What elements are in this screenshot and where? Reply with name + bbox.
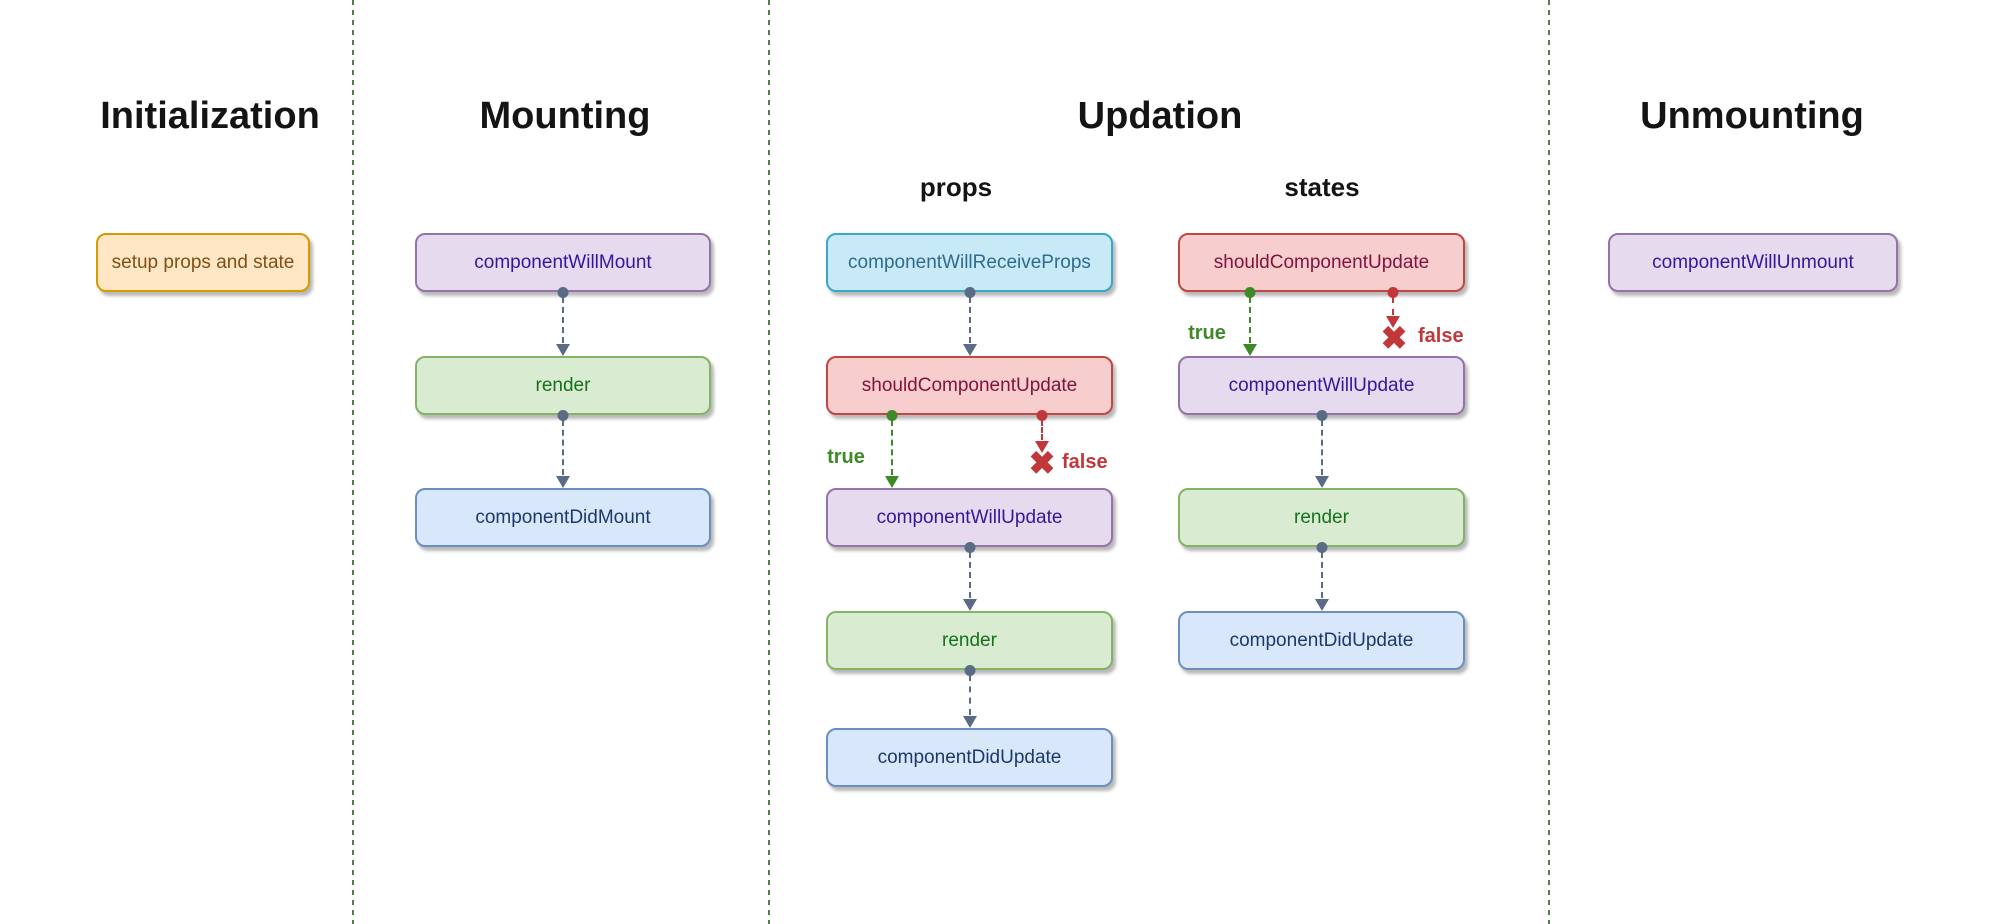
node-states-render: render	[1178, 488, 1465, 547]
section-divider-1	[352, 0, 354, 924]
label-props-true: true	[827, 446, 865, 468]
arrowhead-icon	[1315, 476, 1329, 488]
node-states-componentwillupdate: componentWillUpdate	[1178, 356, 1465, 415]
column-header-states: states	[1284, 172, 1360, 202]
node-setup-props-and-state: setup props and state	[96, 233, 310, 292]
edge-dashed-line	[969, 675, 971, 715]
arrow-willupdate-to-render-props	[963, 542, 977, 611]
node-props-componentwillreceiveprops: componentWillReceiveProps	[826, 233, 1113, 292]
arrow-props-true-branch	[885, 410, 899, 488]
arrowhead-icon	[1315, 599, 1329, 611]
edge-start-dot	[1316, 542, 1328, 553]
false-x-icon: ✖	[1380, 320, 1408, 356]
arrow-render-to-didupdate-states	[1315, 542, 1329, 611]
arrowhead-icon	[1243, 344, 1257, 356]
section-divider-2	[768, 0, 770, 924]
edge-dashed-line	[1392, 297, 1394, 315]
arrowhead-icon	[963, 344, 977, 356]
edge-dashed-line	[1249, 297, 1251, 343]
node-props-render: render	[826, 611, 1113, 670]
node-props-shouldcomponentupdate: shouldComponentUpdate	[826, 356, 1113, 415]
edge-start-dot	[557, 410, 569, 421]
edge-dashed-line	[891, 420, 893, 475]
column-header-props: props	[919, 172, 993, 202]
node-props-componentwillupdate: componentWillUpdate	[826, 488, 1113, 547]
edge-dashed-line	[562, 297, 564, 343]
edge-dashed-line	[1321, 552, 1323, 598]
arrow-receiveprops-to-shouldupdate	[963, 287, 977, 356]
edge-dashed-line	[1041, 420, 1043, 440]
edge-start-dot	[964, 287, 976, 298]
section-title-mounting: Mounting	[479, 95, 651, 137]
edge-dashed-line	[1321, 420, 1323, 475]
edge-start-dot	[557, 287, 569, 298]
section-divider-3	[1548, 0, 1550, 924]
arrowhead-icon	[556, 344, 570, 356]
node-mounting-componentdidmount: componentDidMount	[415, 488, 711, 547]
edge-start-dot	[1244, 287, 1256, 298]
edge-start-dot	[886, 410, 898, 421]
false-x-icon: ✖	[1028, 445, 1056, 481]
arrowhead-icon	[885, 476, 899, 488]
arrowhead-icon	[556, 476, 570, 488]
node-mounting-render: render	[415, 356, 711, 415]
arrow-states-true-branch	[1243, 287, 1257, 356]
arrowhead-icon	[1035, 441, 1049, 453]
arrowhead-icon	[1386, 316, 1400, 328]
arrowhead-icon	[963, 599, 977, 611]
edge-start-dot	[964, 542, 976, 553]
arrow-render-to-didmount	[556, 410, 570, 488]
node-componentwillunmount: componentWillUnmount	[1608, 233, 1898, 292]
edge-dashed-line	[562, 420, 564, 475]
arrow-props-false-branch	[1035, 410, 1049, 453]
arrowhead-icon	[963, 716, 977, 728]
arrow-willupdate-to-render-states	[1315, 410, 1329, 488]
section-title-updation: Updation	[1077, 95, 1243, 137]
arrow-willmount-to-render	[556, 287, 570, 356]
edge-start-dot	[1316, 410, 1328, 421]
arrow-states-false-branch	[1386, 287, 1400, 328]
node-mounting-componentwillmount: componentWillMount	[415, 233, 711, 292]
section-title-initialization: Initialization	[100, 95, 320, 137]
edge-start-dot	[964, 665, 976, 676]
edge-dashed-line	[969, 297, 971, 343]
node-props-componentdidupdate: componentDidUpdate	[826, 728, 1113, 787]
node-states-shouldcomponentupdate: shouldComponentUpdate	[1178, 233, 1465, 292]
label-props-false: false	[1062, 451, 1108, 473]
node-states-componentdidupdate: componentDidUpdate	[1178, 611, 1465, 670]
edge-start-dot	[1387, 287, 1399, 298]
edge-dashed-line	[969, 552, 971, 598]
edge-start-dot	[1036, 410, 1048, 421]
arrow-render-to-didupdate-props	[963, 665, 977, 728]
label-states-false: false	[1418, 325, 1464, 347]
label-states-true: true	[1188, 322, 1226, 344]
section-title-unmounting: Unmounting	[1640, 95, 1864, 137]
